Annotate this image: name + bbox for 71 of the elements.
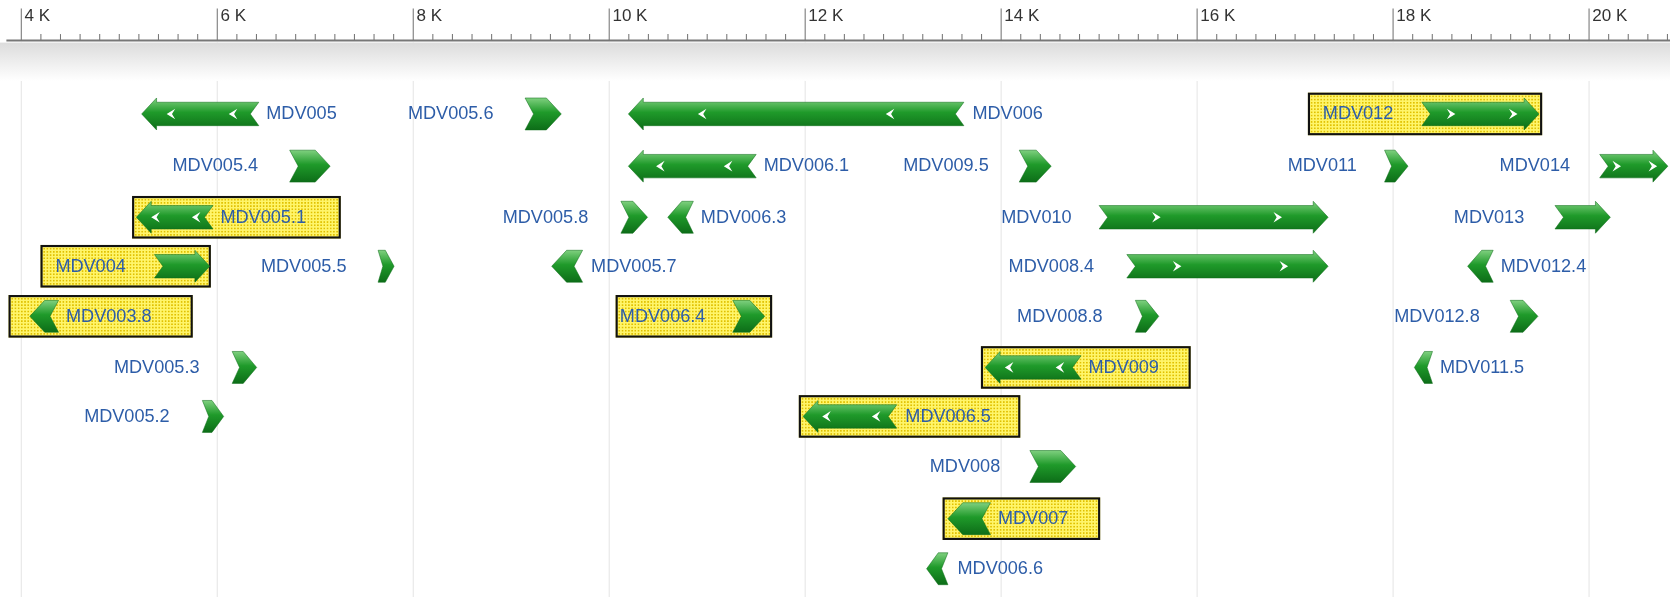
gene-label: MDV013 xyxy=(1453,206,1525,228)
gene-feature xyxy=(1287,149,1408,184)
gene-label: MDV009.5 xyxy=(903,155,989,177)
gene-label: MDV011.5 xyxy=(1439,356,1525,379)
gene-label: MDV006.1 xyxy=(763,155,850,177)
gene-feature xyxy=(502,200,648,235)
gene-feature xyxy=(926,551,1046,586)
axis-tick-label: 4 K xyxy=(24,6,51,26)
axis-tick-label: 6 K xyxy=(220,6,247,26)
highlighted-gene-feature xyxy=(132,195,341,239)
gene-feature xyxy=(84,399,224,434)
gene-feature xyxy=(1414,350,1527,385)
gene-label: MDV011 xyxy=(1287,155,1357,177)
gene-label: MDV005.7 xyxy=(591,255,677,277)
highlighted-gene-feature xyxy=(40,244,211,288)
gene-label: MDV008.8 xyxy=(1017,305,1103,327)
gene-label: MDV007 xyxy=(997,508,1069,530)
gene-feature xyxy=(628,96,1045,131)
gene-feature xyxy=(628,149,852,184)
gene-label: MDV005.5 xyxy=(260,255,347,277)
gene-feature xyxy=(260,249,395,284)
gene-label: MDV006.3 xyxy=(700,206,787,228)
axis-tick-label: 16 K xyxy=(1200,6,1236,26)
gene-label: MDV005.6 xyxy=(407,103,494,125)
axis-tick-label: 20 K xyxy=(1592,6,1628,26)
gene-feature xyxy=(1453,200,1611,235)
gene-label: MDV005.1 xyxy=(220,206,306,228)
gene-label: MDV012.8 xyxy=(1394,305,1480,327)
gene-feature xyxy=(1499,149,1668,184)
gene-label: MDV008 xyxy=(929,455,1001,478)
highlighted-gene-feature xyxy=(8,295,193,338)
gene-feature xyxy=(1008,249,1329,284)
axis-tick-label: 10 K xyxy=(612,6,648,26)
gene-label: MDV006.4 xyxy=(619,305,706,327)
gene-label: MDV005.2 xyxy=(84,405,170,428)
gene-feature xyxy=(1467,249,1589,284)
gene-label: MDV006.6 xyxy=(957,558,1044,580)
highlighted-gene-feature xyxy=(798,395,1021,438)
gene-label: MDV005.3 xyxy=(113,356,200,379)
gene-label: MDV012.4 xyxy=(1500,255,1587,277)
gene-feature xyxy=(667,200,789,235)
gene-feature xyxy=(141,96,339,131)
highlighted-gene-feature xyxy=(1307,92,1543,136)
gene-label: MDV005.8 xyxy=(502,206,589,228)
gene-feature xyxy=(113,350,257,385)
gene-feature xyxy=(1001,200,1329,235)
gene-label: MDV009 xyxy=(1088,356,1159,379)
gene-label: MDV006.5 xyxy=(905,405,991,428)
gene-feature xyxy=(929,449,1076,484)
axis-tick-label: 14 K xyxy=(1004,6,1040,26)
gene-label: MDV005.4 xyxy=(172,155,259,177)
gene-label: MDV014 xyxy=(1499,155,1571,177)
gene-feature xyxy=(407,96,562,131)
highlighted-gene-feature xyxy=(615,295,773,338)
gene-label: MDV004 xyxy=(55,255,126,277)
gene-feature xyxy=(172,149,331,184)
gene-feature xyxy=(1394,299,1538,334)
highlighted-gene-feature xyxy=(980,346,1191,389)
gene-label: MDV010 xyxy=(1001,206,1072,228)
gene-label: MDV005 xyxy=(266,103,337,125)
gene-label: MDV008.4 xyxy=(1008,255,1095,277)
gene-label: MDV012 xyxy=(1322,103,1394,125)
axis-tick-label: 8 K xyxy=(416,6,442,26)
highlighted-gene-feature xyxy=(942,497,1101,540)
axis-tick-label: 12 K xyxy=(808,6,844,26)
gene-feature xyxy=(1017,299,1159,334)
gene-feature xyxy=(551,249,679,284)
gene-label: MDV003.8 xyxy=(66,305,152,327)
gene-label: MDV006 xyxy=(972,103,1043,125)
axis-tick-label: 18 K xyxy=(1396,6,1432,26)
gene-feature xyxy=(903,149,1052,184)
